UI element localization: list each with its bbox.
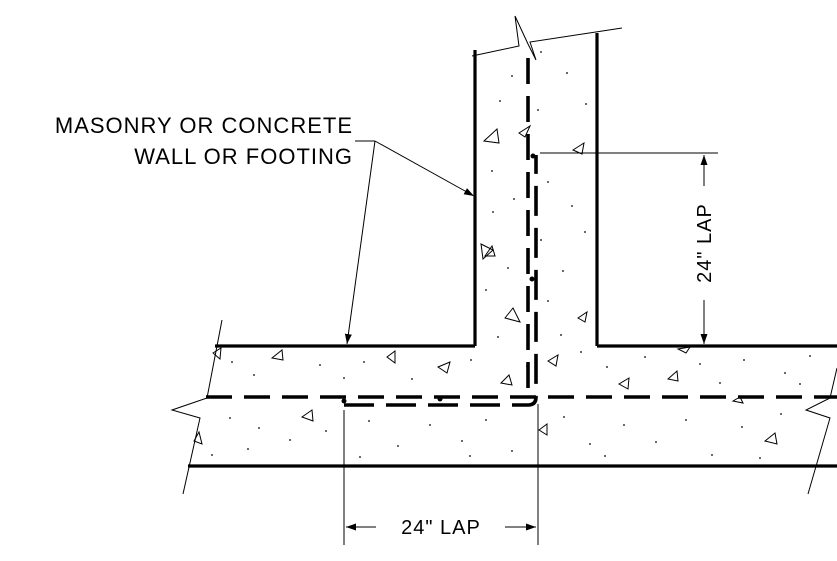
- horizontal-lap-dimension: 24" LAP: [343, 404, 539, 545]
- footing-right-break: [804, 367, 837, 495]
- bar-dot: [437, 396, 443, 402]
- concrete-hatch: [193, 51, 811, 459]
- leader-to-footing: [344, 140, 376, 345]
- leader-to-wall: [374, 140, 475, 197]
- horizontal-lap-label: 24" LAP: [401, 517, 481, 539]
- material-callout: MASONRY OR CONCRETE WALL OR FOOTING: [55, 113, 475, 345]
- wall-break-line: [471, 15, 623, 61]
- wall-outline: [471, 15, 623, 346]
- vertical-lap-dimension: 24" LAP: [540, 152, 718, 344]
- footing-left-break: [170, 319, 223, 495]
- lap-start-dot: [341, 398, 347, 404]
- lap-top-dot: [530, 153, 536, 159]
- callout-line-1: MASONRY OR CONCRETE: [55, 113, 353, 138]
- vertical-lap-label: 24" LAP: [694, 203, 716, 283]
- callout-line-2: WALL OR FOOTING: [134, 144, 353, 169]
- footing-outline: [170, 319, 837, 495]
- dowel-bar: [344, 155, 538, 407]
- bar-dot: [529, 276, 535, 282]
- reinforcing: [206, 58, 837, 407]
